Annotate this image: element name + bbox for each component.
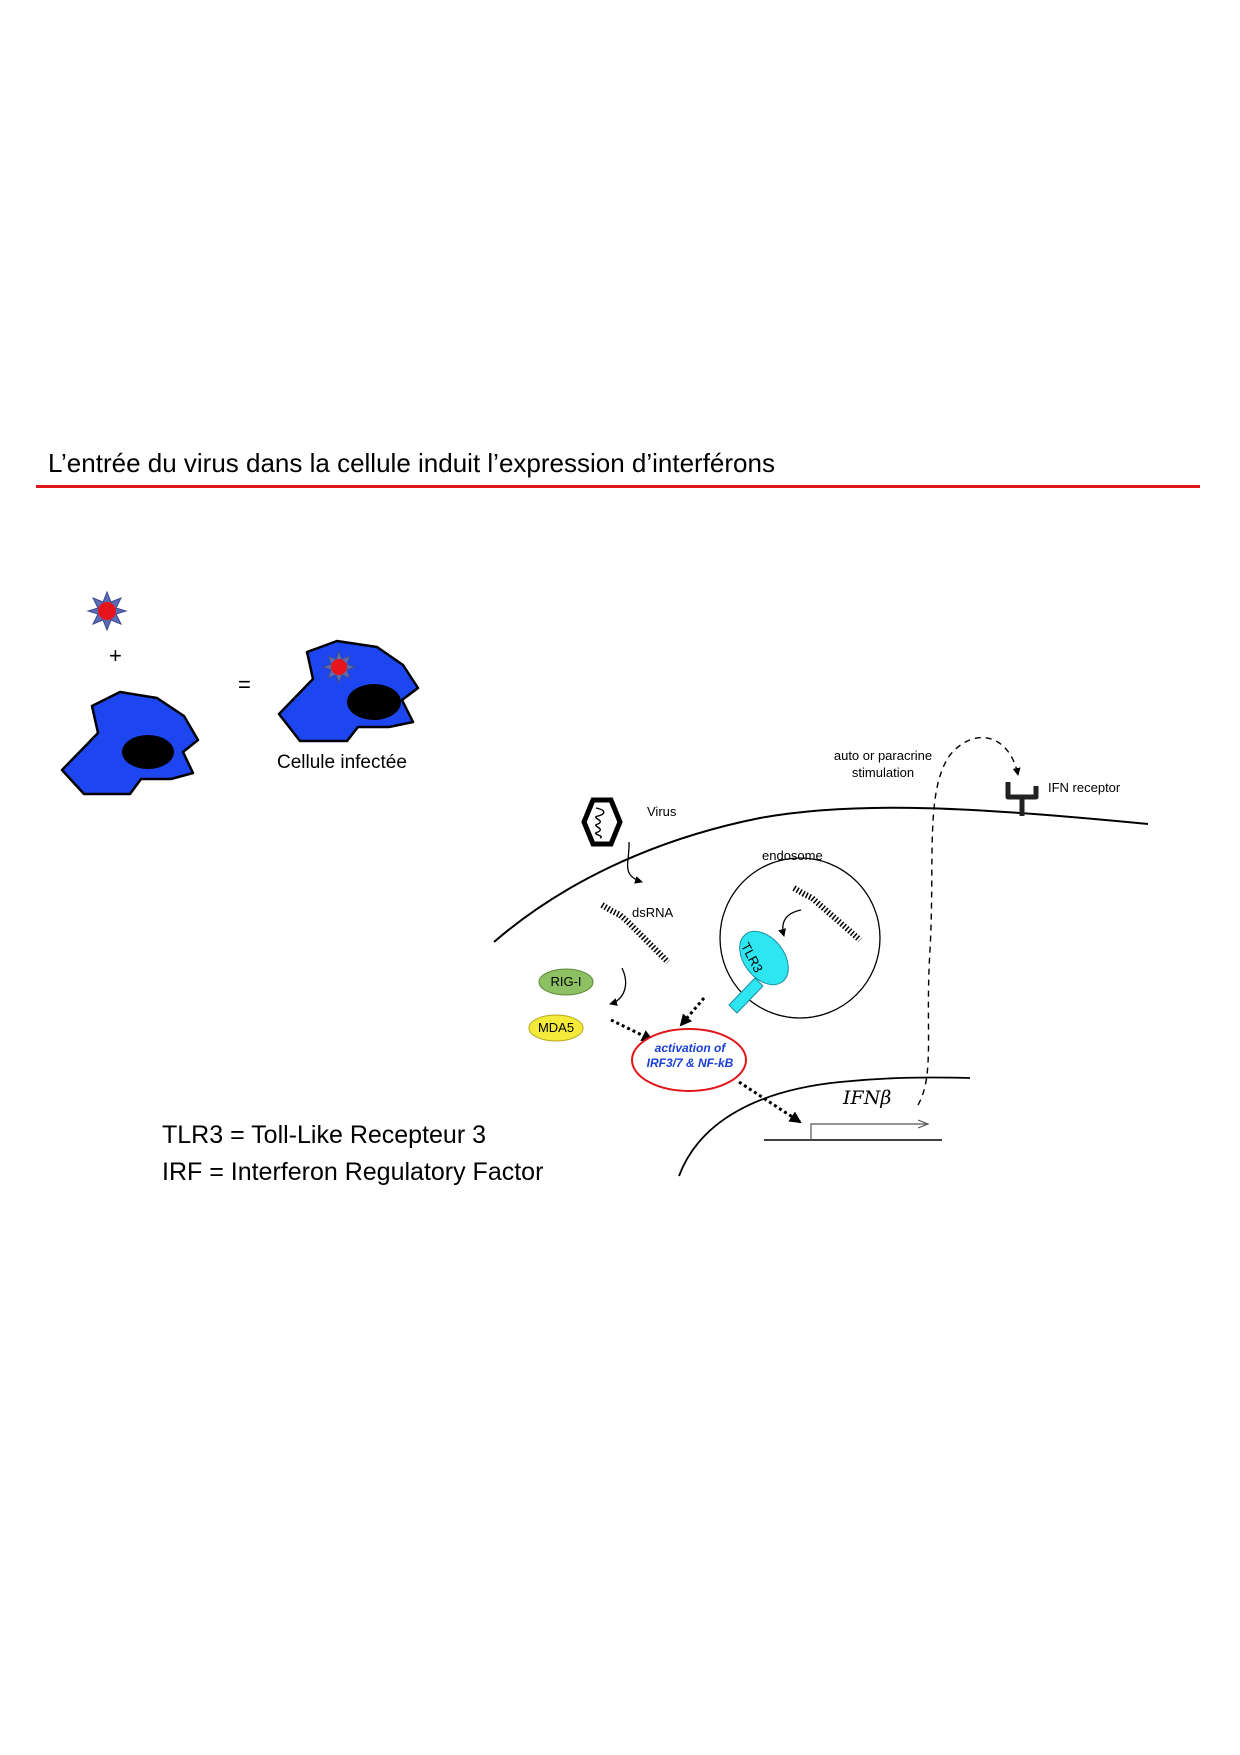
- mda5-label: MDA5: [537, 1020, 575, 1035]
- plus-sign: +: [109, 643, 122, 668]
- mda5-to-activation-arrow: [610, 1018, 654, 1042]
- rig-i-label: RIG-I: [550, 974, 582, 989]
- paracrine-label: auto or paracrine stimulation: [813, 747, 953, 781]
- virus-capsid-icon: [581, 797, 623, 847]
- ifn-receptor-icon: [1005, 782, 1039, 816]
- dsrna-helix: [600, 902, 671, 965]
- uninfected-cell-icon: [60, 690, 200, 796]
- legend-tlr3: TLR3 = Toll-Like Recepteur 3: [162, 1121, 487, 1149]
- title-underline: [36, 485, 1200, 488]
- endosome-label: endosome: [762, 848, 823, 863]
- dsrna-to-rig-arrow: [609, 967, 627, 1006]
- ifnb-gene-icon: [764, 1124, 942, 1141]
- dsrna-label: dsRNA: [632, 905, 674, 920]
- endosome-dsrna-helix: [792, 885, 862, 943]
- page-title: L’entrée du virus dans la cellule induit…: [48, 448, 775, 478]
- infected-cell-label: Cellule infectée: [277, 752, 407, 773]
- equals-sign: =: [238, 672, 251, 697]
- plasma-membrane: [493, 806, 1149, 943]
- ifn-receptor-label: IFN receptor: [1048, 780, 1121, 795]
- mda5-pill: [528, 1014, 584, 1042]
- activation-ellipse: [631, 1028, 747, 1092]
- ifn-beta-label: IFNβ: [843, 1087, 892, 1109]
- infected-cell-icon: [277, 639, 420, 743]
- nuclear-membrane: [678, 1076, 971, 1177]
- rig-i-pill: [538, 968, 594, 996]
- free-virus-icon: [86, 590, 128, 632]
- virus-label: Virus: [647, 804, 677, 819]
- activation-label-line2: IRF3/7 & NF-kB: [646, 1056, 734, 1070]
- abbreviation-legend: TLR3 = Toll-Like Recepteur 3 IRF = Inter…: [162, 1117, 543, 1191]
- tlr3-receptor-icon: [728, 930, 789, 1014]
- paracrine-loop-arrow: [917, 736, 1021, 1106]
- legend-irf: IRF = Interferon Regulatory Factor: [162, 1158, 544, 1186]
- endosome-dsrna-arrow: [778, 909, 802, 937]
- tlr3-to-activation-arrow: [679, 997, 706, 1027]
- activation-label: activation of IRF3/7 & NF-kB: [630, 1041, 750, 1071]
- activation-to-gene-arrow: [738, 1080, 802, 1124]
- virus-to-dsrna-arrow: [626, 841, 643, 884]
- paracrine-label-line1: auto or paracrine: [833, 748, 933, 763]
- internal-virus-icon: [321, 649, 357, 685]
- activation-label-line1: activation of: [654, 1041, 726, 1055]
- paracrine-label-line2: stimulation: [851, 765, 915, 780]
